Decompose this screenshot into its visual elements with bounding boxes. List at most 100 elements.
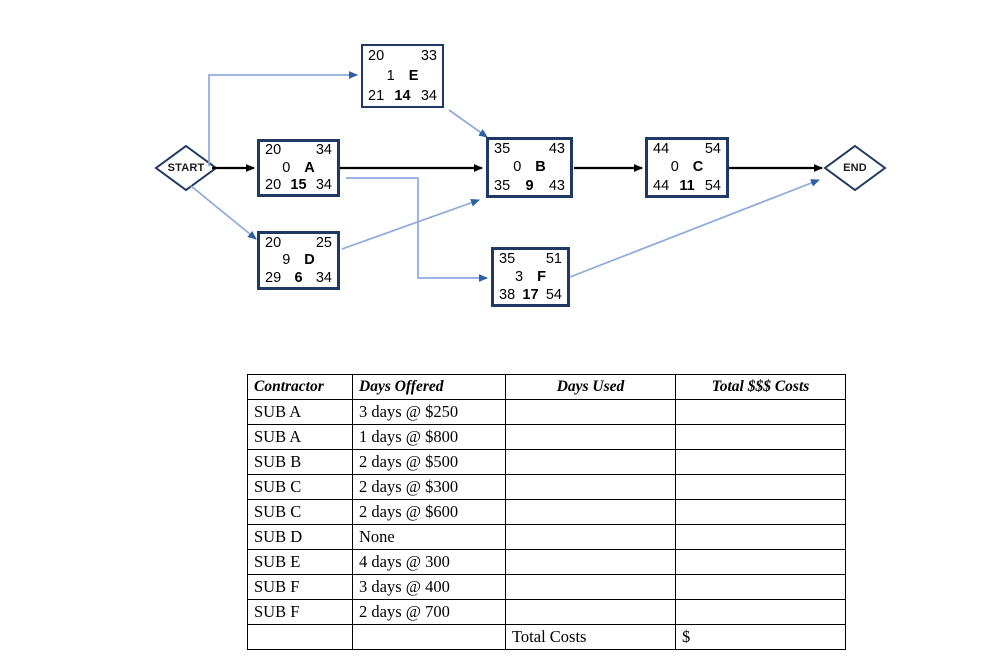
node-f-name: F — [537, 268, 546, 285]
node-d-name: D — [304, 252, 315, 269]
cell-total-cost[interactable] — [675, 424, 846, 450]
cell-contractor: SUB F — [247, 599, 353, 625]
activity-node-c: 44 54 0 C 44 11 54 — [645, 137, 729, 198]
table-row: SUB B 2 days @ $500 — [247, 449, 846, 475]
header-days-offered: Days Offered — [352, 374, 506, 400]
node-a-row-bot: 20 15 34 — [260, 177, 337, 194]
node-d-slack: 9 — [282, 252, 291, 269]
cell-days-offered: 2 days @ $300 — [352, 474, 506, 500]
cell-total-cost[interactable] — [675, 549, 846, 575]
node-b-duration: 9 — [525, 177, 534, 194]
cell-days-used[interactable] — [505, 399, 676, 425]
node-f-row-bot: 38 17 54 — [494, 286, 567, 304]
cell-total-cost[interactable] — [675, 499, 846, 525]
cell-days-used[interactable] — [505, 599, 676, 625]
node-c-early-finish: 54 — [704, 140, 721, 157]
activity-node-b: 35 43 0 B 35 9 43 — [486, 137, 573, 198]
node-f-row-top: 35 51 — [494, 250, 567, 268]
end-label: END — [843, 162, 867, 174]
node-d-late-finish: 34 — [315, 269, 332, 286]
edge-a-to-f — [346, 177, 488, 282]
end-diamond-shape — [823, 144, 887, 192]
node-a-row-top: 20 34 — [260, 142, 337, 159]
node-f-early-finish: 51 — [545, 250, 562, 267]
node-c-slack: 0 — [670, 159, 679, 176]
node-e-row-mid: 1 E — [363, 66, 442, 86]
cell-contractor: SUB A — [247, 424, 353, 450]
node-c-duration: 11 — [679, 177, 695, 194]
cell-days-used[interactable] — [505, 574, 676, 600]
node-a-name: A — [304, 159, 315, 176]
activity-node-e: 20 33 1 E 21 14 34 — [361, 44, 444, 108]
cell-contractor: SUB E — [247, 549, 353, 575]
start-label: START — [167, 162, 205, 174]
cell-days-used[interactable] — [505, 524, 676, 550]
cell-contractor: SUB C — [247, 474, 353, 500]
node-e-late-start: 21 — [368, 87, 385, 104]
cell-total-cost[interactable] — [675, 599, 846, 625]
edge-d-to-b — [341, 199, 480, 250]
start-node: START — [156, 146, 216, 190]
cell-days-used[interactable] — [505, 549, 676, 575]
total-costs-label: Total Costs — [505, 624, 676, 650]
node-b-name: B — [535, 159, 546, 176]
cell-total-cost[interactable] — [675, 474, 846, 500]
table-row: SUB E 4 days @ 300 — [247, 549, 846, 575]
cell-days-offered: 3 days @ $250 — [352, 399, 506, 425]
node-c-row-mid: 0 C — [648, 158, 726, 176]
cell-days-offered: 2 days @ 700 — [352, 599, 506, 625]
edge-e-to-b — [448, 109, 488, 138]
node-d-early-start: 20 — [265, 234, 282, 251]
node-a-early-finish: 34 — [315, 142, 332, 159]
node-f-late-finish: 54 — [545, 286, 562, 303]
table-row: SUB F 2 days @ 700 — [247, 599, 846, 625]
cell-days-offered: None — [352, 524, 506, 550]
table-body: SUB A 3 days @ $250 SUB A 1 days @ $800 … — [247, 399, 846, 650]
cell-days-used[interactable] — [505, 499, 676, 525]
cell-total-cost[interactable] — [675, 574, 846, 600]
node-c-late-start: 44 — [653, 177, 670, 194]
table-footer-row: Total Costs $ — [247, 624, 846, 650]
node-e-duration: 14 — [394, 87, 411, 104]
activity-node-d: 20 25 9 D 29 6 34 — [257, 231, 340, 290]
table-header-row: Contractor Days Offered Days Used Total … — [247, 374, 846, 400]
cell-total-cost[interactable] — [675, 399, 846, 425]
node-c-early-start: 44 — [653, 140, 670, 157]
footer-cell-blank-offered — [352, 624, 506, 650]
node-d-early-finish: 25 — [315, 234, 332, 251]
node-e-early-finish: 33 — [420, 47, 437, 64]
cell-contractor: SUB D — [247, 524, 353, 550]
node-d-duration: 6 — [294, 269, 303, 286]
node-a-duration: 15 — [290, 177, 307, 194]
cell-days-used[interactable] — [505, 424, 676, 450]
cell-days-offered: 4 days @ 300 — [352, 549, 506, 575]
header-contractor: Contractor — [247, 374, 353, 400]
cell-days-used[interactable] — [505, 474, 676, 500]
table-row: SUB A 3 days @ $250 — [247, 399, 846, 425]
node-f-late-start: 38 — [499, 286, 516, 303]
node-d-late-start: 29 — [265, 269, 282, 286]
node-e-row-top: 20 33 — [363, 46, 442, 66]
total-costs-value[interactable]: $ — [675, 624, 846, 650]
node-d-row-top: 20 25 — [260, 234, 337, 252]
node-b-late-start: 35 — [494, 177, 511, 194]
node-b-early-finish: 43 — [548, 140, 565, 157]
node-b-early-start: 35 — [494, 140, 511, 157]
node-e-late-finish: 34 — [420, 87, 437, 104]
node-d-row-mid: 9 D — [260, 252, 337, 270]
table-header: Contractor Days Offered Days Used Total … — [247, 374, 846, 400]
cell-days-offered: 3 days @ 400 — [352, 574, 506, 600]
cell-days-offered: 1 days @ $800 — [352, 424, 506, 450]
cell-total-cost[interactable] — [675, 449, 846, 475]
node-b-late-finish: 43 — [548, 177, 565, 194]
cell-total-cost[interactable] — [675, 524, 846, 550]
start-diamond-shape — [154, 144, 218, 192]
cell-days-used[interactable] — [505, 449, 676, 475]
header-total-costs: Total $$$ Costs — [675, 374, 846, 400]
node-a-early-start: 20 — [265, 142, 282, 159]
table-row: SUB A 1 days @ $800 — [247, 424, 846, 450]
cell-days-offered: 2 days @ $500 — [352, 449, 506, 475]
table-row: SUB D None — [247, 524, 846, 550]
edge-f-to-end — [569, 179, 820, 278]
node-b-row-bot: 35 9 43 — [489, 177, 570, 195]
